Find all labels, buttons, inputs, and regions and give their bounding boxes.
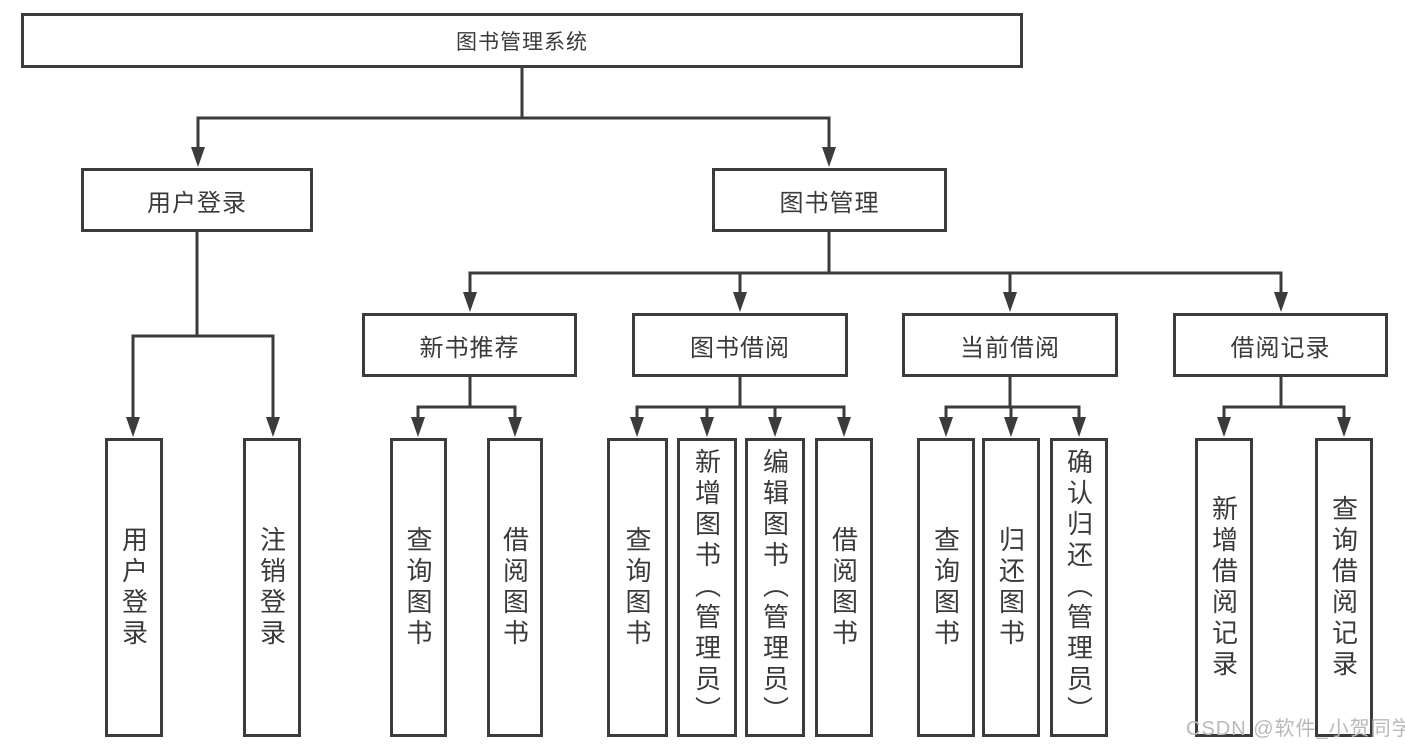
leaf-label: 查询借阅记录	[1328, 494, 1359, 681]
leaf-label: 归还图书	[995, 525, 1026, 650]
leaf-label: 编辑图书（管理员）	[759, 448, 790, 727]
leaf-query-books-2: 查询图书	[607, 438, 668, 737]
arrowhead-icons	[126, 147, 1351, 437]
node-label: 当前借阅	[960, 334, 1060, 362]
leaf-confirm-return-admin: 确认归还（管理员）	[1050, 438, 1108, 737]
leaf-label: 借阅图书	[499, 525, 530, 650]
node-user-login: 用户登录	[81, 168, 313, 232]
leaf-query-books-1: 查询图书	[390, 438, 447, 737]
node-book-management: 图书管理	[712, 168, 947, 232]
node-label: 新书推荐	[419, 334, 520, 362]
node-borrow-records: 借阅记录	[1173, 313, 1388, 377]
leaf-label: 用户登录	[118, 525, 149, 650]
leaf-label: 新增图书（管理员）	[691, 448, 722, 727]
leaf-label: 注销登录	[256, 525, 287, 650]
node-book-borrow: 图书借阅	[632, 313, 848, 377]
csdn-watermark: CSDN @软件_小贺同学	[1186, 718, 1405, 740]
node-label: 用户登录	[147, 189, 247, 217]
leaf-label: 新增借阅记录	[1208, 494, 1239, 681]
node-label: 借阅记录	[1230, 334, 1331, 362]
leaf-borrow-books-2: 借阅图书	[815, 438, 873, 737]
leaf-label: 查询图书	[403, 525, 433, 650]
leaf-user-login: 用户登录	[105, 438, 163, 737]
leaf-borrow-books-1: 借阅图书	[487, 438, 543, 737]
node-label: 图书管理系统	[456, 30, 588, 54]
leaf-query-books-3: 查询图书	[917, 438, 975, 737]
leaf-add-borrow-record: 新增借阅记录	[1195, 438, 1253, 737]
leaf-query-borrow-record: 查询借阅记录	[1315, 438, 1373, 737]
leaf-return-books: 归还图书	[982, 438, 1040, 737]
leaf-label: 确认归还（管理员）	[1063, 448, 1094, 727]
leaf-add-books-admin: 新增图书（管理员）	[677, 438, 737, 737]
leaf-label: 查询图书	[622, 525, 652, 650]
leaf-edit-books-admin: 编辑图书（管理员）	[745, 438, 805, 737]
node-new-book-recommend: 新书推荐	[362, 313, 577, 377]
node-current-borrow: 当前借阅	[902, 313, 1118, 377]
node-label: 图书借阅	[690, 334, 790, 362]
leaf-label: 查询图书	[930, 525, 961, 650]
leaf-label: 借阅图书	[828, 525, 859, 650]
leaf-logout: 注销登录	[243, 438, 301, 737]
node-label: 图书管理	[779, 189, 880, 217]
node-library-management-system: 图书管理系统	[21, 13, 1023, 68]
